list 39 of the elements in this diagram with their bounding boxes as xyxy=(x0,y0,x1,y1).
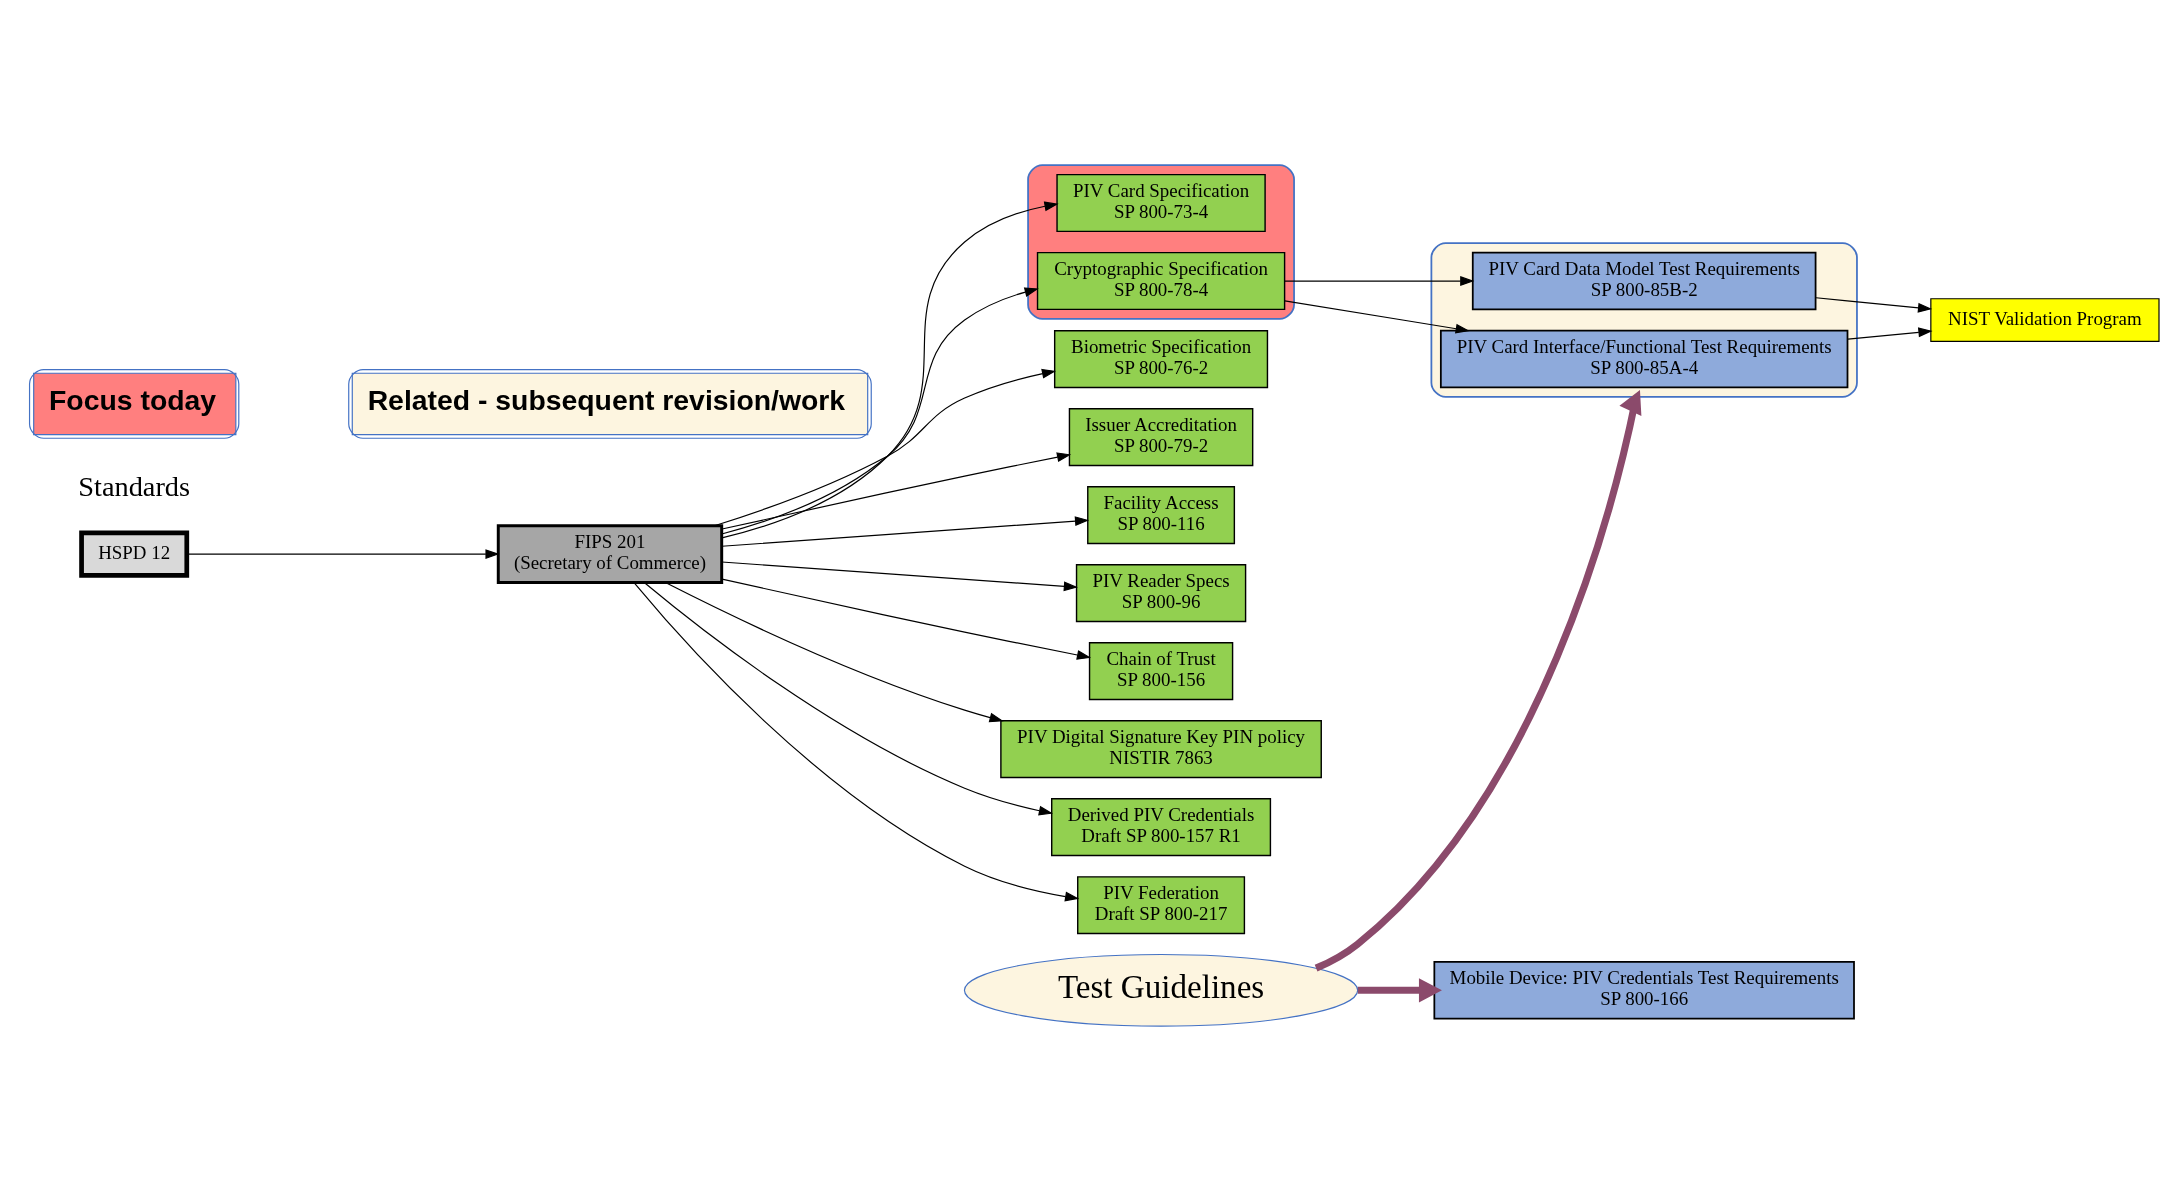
arrow xyxy=(1815,296,1933,313)
arrow xyxy=(1847,326,1933,340)
node-box: PIV Digital Signature Key PIN policy NISTIR 7863 xyxy=(1000,719,1322,778)
cluster xyxy=(1027,163,1295,320)
arrow xyxy=(643,581,1053,816)
arrow xyxy=(721,200,1059,538)
node-box: Derived PIV Credentials Draft SP 800-157 R1 xyxy=(1051,797,1272,856)
arrow xyxy=(721,515,1090,547)
arrow xyxy=(721,560,1078,591)
label: Standards xyxy=(78,470,191,502)
node-box: Mobile Device: PIV Credentials Test Requirements SP 800-166 xyxy=(1433,960,1855,1020)
arrow xyxy=(1357,977,1442,1002)
arrow xyxy=(721,578,1092,660)
arrow xyxy=(713,368,1057,526)
legend-label: Related - subsequent revision/work xyxy=(367,383,846,416)
legend-label: Focus today xyxy=(49,383,217,416)
node-box: NIST Validation Program xyxy=(1930,297,2160,342)
node-box: FIPS 201 (Secretary of Commerce) xyxy=(496,523,724,584)
node-box: HSPD 12 xyxy=(79,529,190,578)
cluster xyxy=(1430,241,1858,398)
node-box: PIV Federation Draft SP 800-217 xyxy=(1077,875,1246,934)
node-box: Chain of Trust SP 800-156 xyxy=(1088,641,1234,700)
arrow xyxy=(1314,389,1642,971)
node-box: Cryptographic Specification SP 800-78-4 xyxy=(1036,251,1286,310)
node-box: Facility Access SP 800-116 xyxy=(1087,485,1236,544)
arrow xyxy=(664,581,1004,722)
node-box: PIV Card Interface/Functional Test Requirements SP 800-85A-4 xyxy=(1439,329,1849,388)
arrow xyxy=(721,451,1072,530)
node-box: Issuer Accreditation SP 800-79-2 xyxy=(1068,407,1254,466)
arrow xyxy=(186,548,500,559)
node-box: PIV Card Specification SP 800-73-4 xyxy=(1056,173,1266,232)
node-box: PIV Reader Specs SP 800-96 xyxy=(1075,563,1247,622)
arrow xyxy=(721,286,1039,535)
node-ellipse: Test Guidelines xyxy=(963,953,1359,1027)
arrow xyxy=(1284,299,1470,334)
node-box: PIV Card Data Model Test Requirements SP 800-85B-2 xyxy=(1471,251,1817,310)
arrow xyxy=(633,581,1080,901)
arrow xyxy=(1284,275,1475,286)
node-box: Biometric Specification SP 800-76-2 xyxy=(1053,329,1269,388)
